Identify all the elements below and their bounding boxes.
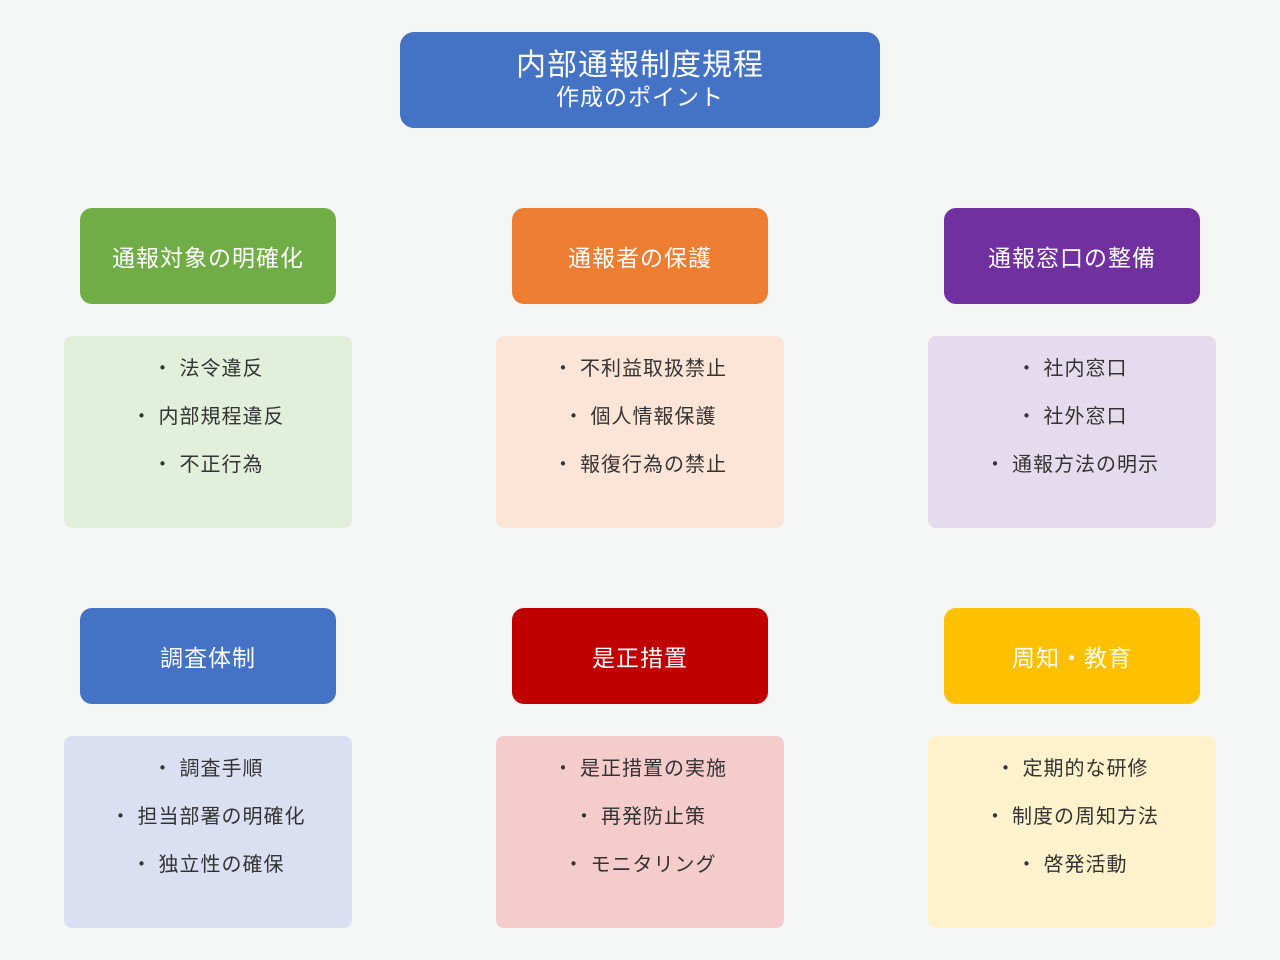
card-heading-investigation: 調査体制 bbox=[80, 608, 336, 704]
card-heading-label: 通報者の保護 bbox=[568, 246, 712, 272]
list-item: 内部規程違反 bbox=[64, 399, 352, 447]
card-body-whistleblower-protection: 不利益取扱禁止 個人情報保護 報復行為の禁止 bbox=[496, 336, 784, 528]
list-item: 報復行為の禁止 bbox=[496, 447, 784, 495]
list-item: 是正措置の実施 bbox=[496, 751, 784, 799]
card-body-investigation: 調査手順 担当部署の明確化 独立性の確保 bbox=[64, 736, 352, 928]
list-item: 不正行為 bbox=[64, 447, 352, 495]
list-item: 個人情報保護 bbox=[496, 399, 784, 447]
list-item: 調査手順 bbox=[64, 751, 352, 799]
card-body-reporting-scope: 法令違反 内部規程違反 不正行為 bbox=[64, 336, 352, 528]
list-item: 通報方法の明示 bbox=[928, 447, 1216, 495]
list-item: 社内窓口 bbox=[928, 351, 1216, 399]
card-body-corrective-action: 是正措置の実施 再発防止策 モニタリング bbox=[496, 736, 784, 928]
card-heading-awareness-training: 周知・教育 bbox=[944, 608, 1200, 704]
card-heading-corrective-action: 是正措置 bbox=[512, 608, 768, 704]
diagram-subtitle: 作成のポイント bbox=[556, 85, 724, 111]
list-item: 定期的な研修 bbox=[928, 751, 1216, 799]
card-heading-whistleblower-protection: 通報者の保護 bbox=[512, 208, 768, 304]
list-item: 不利益取扱禁止 bbox=[496, 351, 784, 399]
card-heading-label: 通報対象の明確化 bbox=[112, 246, 304, 272]
card-body-awareness-training: 定期的な研修 制度の周知方法 啓発活動 bbox=[928, 736, 1216, 928]
card-body-reporting-channels: 社内窓口 社外窓口 通報方法の明示 bbox=[928, 336, 1216, 528]
card-heading-label: 是正措置 bbox=[592, 646, 688, 672]
list-item: 担当部署の明確化 bbox=[64, 799, 352, 847]
list-item: 法令違反 bbox=[64, 351, 352, 399]
card-heading-label: 調査体制 bbox=[160, 646, 256, 672]
card-heading-label: 周知・教育 bbox=[1012, 646, 1132, 672]
list-item: 社外窓口 bbox=[928, 399, 1216, 447]
title-box: 内部通報制度規程 作成のポイント bbox=[400, 32, 880, 128]
list-item: 制度の周知方法 bbox=[928, 799, 1216, 847]
list-item: 啓発活動 bbox=[928, 847, 1216, 895]
diagram-title: 内部通報制度規程 bbox=[516, 48, 764, 83]
list-item: モニタリング bbox=[496, 847, 784, 895]
list-item: 独立性の確保 bbox=[64, 847, 352, 895]
list-item: 再発防止策 bbox=[496, 799, 784, 847]
card-heading-reporting-channels: 通報窓口の整備 bbox=[944, 208, 1200, 304]
card-heading-reporting-scope: 通報対象の明確化 bbox=[80, 208, 336, 304]
card-heading-label: 通報窓口の整備 bbox=[988, 246, 1156, 272]
